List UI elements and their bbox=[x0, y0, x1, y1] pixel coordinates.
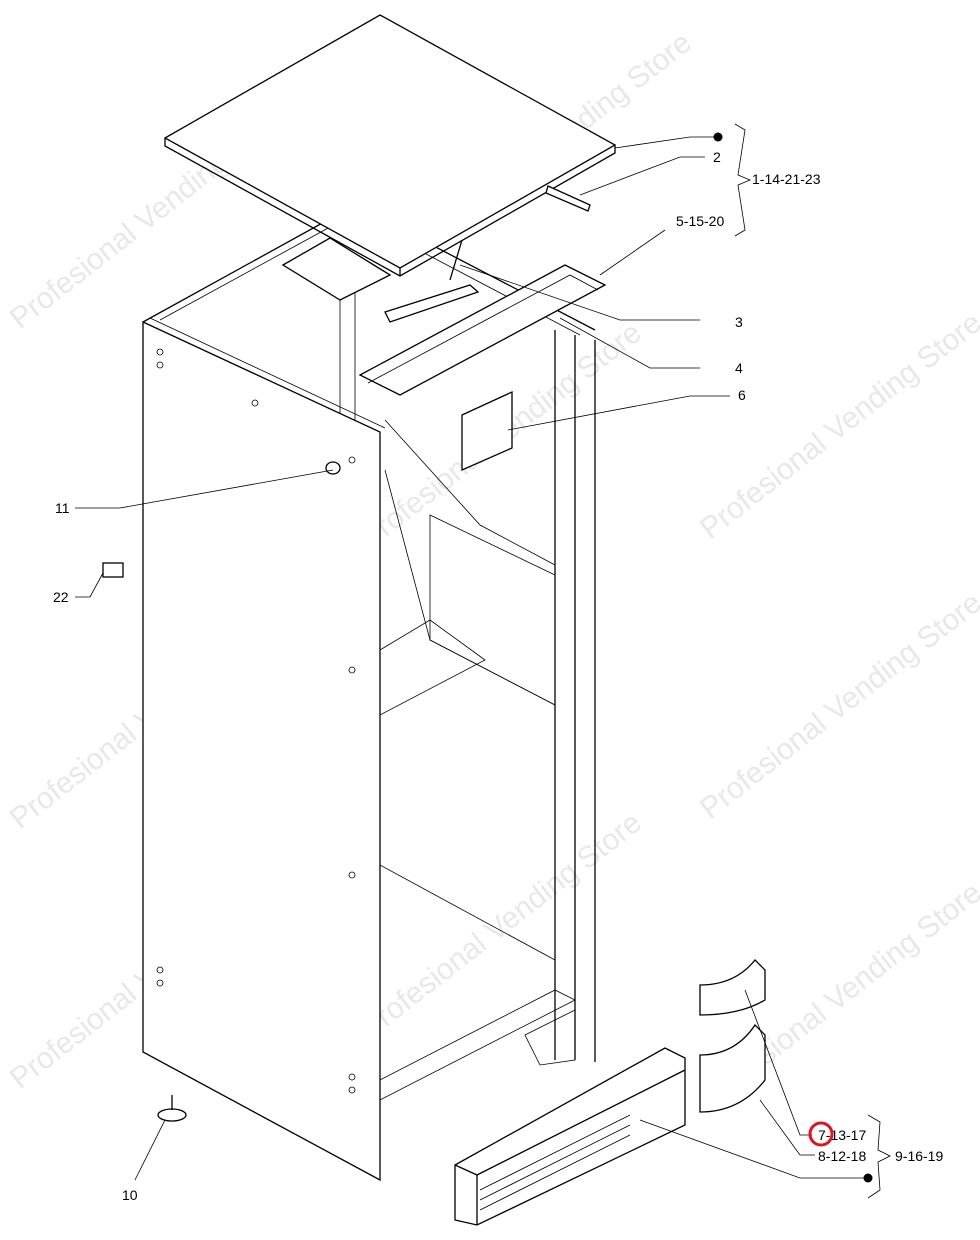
label-group-rail: 5-15-20 bbox=[676, 213, 724, 229]
label-10: 10 bbox=[122, 1187, 138, 1203]
label-8: 8-12-18 bbox=[818, 1148, 866, 1164]
leader-lines bbox=[75, 123, 891, 1199]
top-rail bbox=[358, 264, 607, 396]
left-side-panel bbox=[142, 320, 381, 1182]
spring bbox=[449, 239, 463, 281]
brace-top bbox=[734, 123, 752, 237]
label-group-top: 1-14-21-23 bbox=[752, 171, 821, 187]
brace-bottom bbox=[867, 1114, 891, 1199]
bracket bbox=[461, 390, 513, 471]
watermark: Profesional Vending Store bbox=[694, 306, 980, 546]
watermark: Profesional Vending Store bbox=[694, 586, 980, 826]
label-2: 2 bbox=[713, 149, 721, 165]
label-7: 7-13-17 bbox=[818, 1127, 866, 1143]
watermark: Profesional Vending Store bbox=[354, 806, 648, 1046]
leveling-foot bbox=[157, 1095, 187, 1122]
label-11: 11 bbox=[55, 500, 70, 516]
base-kickplate bbox=[454, 1047, 686, 1226]
panel-holes bbox=[156, 348, 356, 1094]
bullet-icon bbox=[863, 1173, 873, 1183]
label-group-bottom: 9-16-19 bbox=[895, 1148, 943, 1164]
lid-frame bbox=[281, 185, 591, 323]
corner-covers bbox=[699, 959, 766, 1113]
highlight-circle bbox=[808, 1121, 834, 1147]
label-22: 22 bbox=[53, 589, 69, 605]
clip bbox=[102, 562, 124, 578]
top-lid bbox=[163, 14, 617, 277]
bullet-icon bbox=[713, 132, 723, 142]
label-6: 6 bbox=[738, 387, 746, 403]
knob bbox=[325, 461, 341, 475]
label-3: 3 bbox=[735, 314, 743, 330]
label-4: 4 bbox=[735, 360, 743, 376]
